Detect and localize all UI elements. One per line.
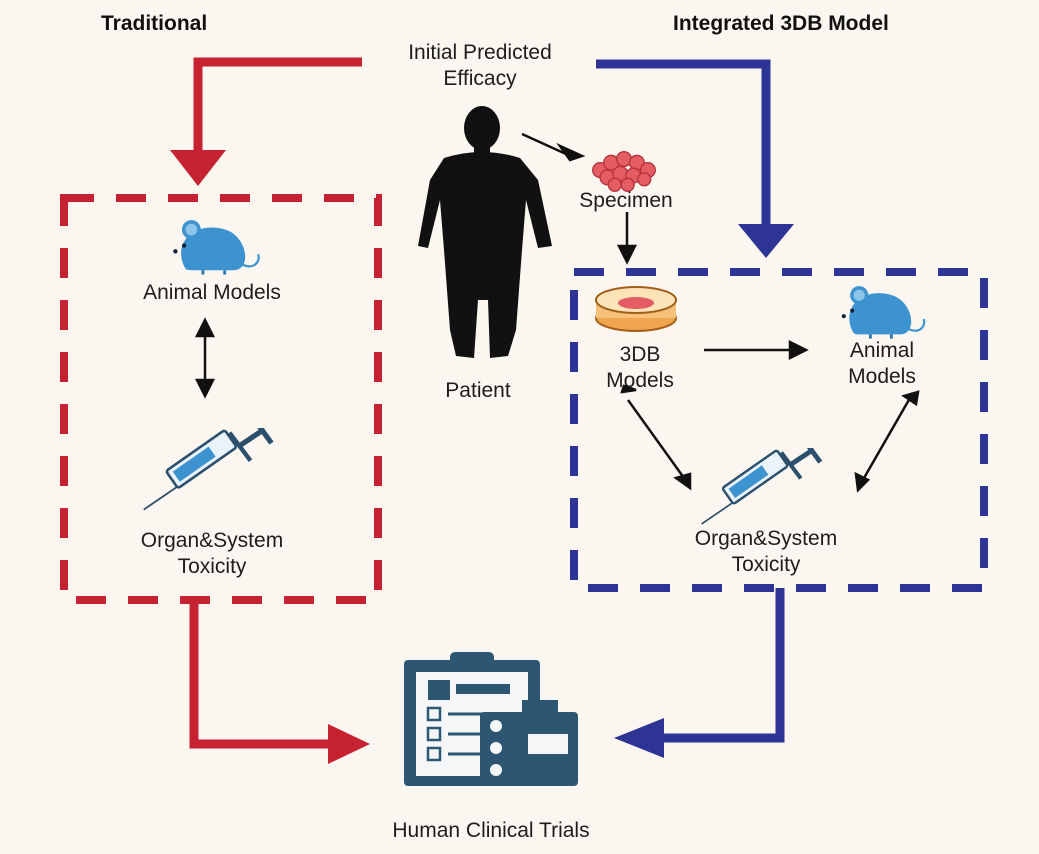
trad-animal-models-label: Animal Models	[143, 281, 281, 304]
traditional-bottom-arrow	[189, 600, 370, 764]
petri-dish-icon	[595, 286, 677, 332]
syringe-icon	[144, 424, 272, 510]
medicine-bottle-icon	[516, 700, 578, 786]
black-arrows	[194, 132, 920, 493]
specimen-label: Specimen	[579, 189, 673, 212]
integrated-top-arrow	[596, 59, 794, 258]
traditional-header: Traditional	[101, 12, 208, 35]
patient-silhouette-icon	[418, 106, 552, 358]
syringe-icon	[702, 444, 821, 524]
specimen-cells-icon	[592, 150, 656, 192]
integrated-header: Integrated 3DB Model	[673, 12, 889, 35]
int-toxicity-label: Organ&System Toxicity	[694, 527, 838, 576]
int-animal-models-label: Animal Models	[848, 339, 916, 388]
traditional-top-arrow	[170, 57, 362, 186]
threedb-models-label: 3DB Models	[606, 343, 674, 392]
initial-efficacy-label: Initial Predicted Efficacy	[408, 41, 552, 90]
patient-label: Patient	[445, 379, 511, 402]
clinical-trials-label: Human Clinical Trials	[392, 819, 590, 842]
mouse-icon	[839, 284, 927, 340]
mouse-icon	[171, 218, 261, 276]
integrated-bottom-arrow	[614, 588, 785, 758]
traditional-dashed-box	[60, 194, 382, 604]
trad-toxicity-label: Organ&System Toxicity	[140, 529, 284, 578]
